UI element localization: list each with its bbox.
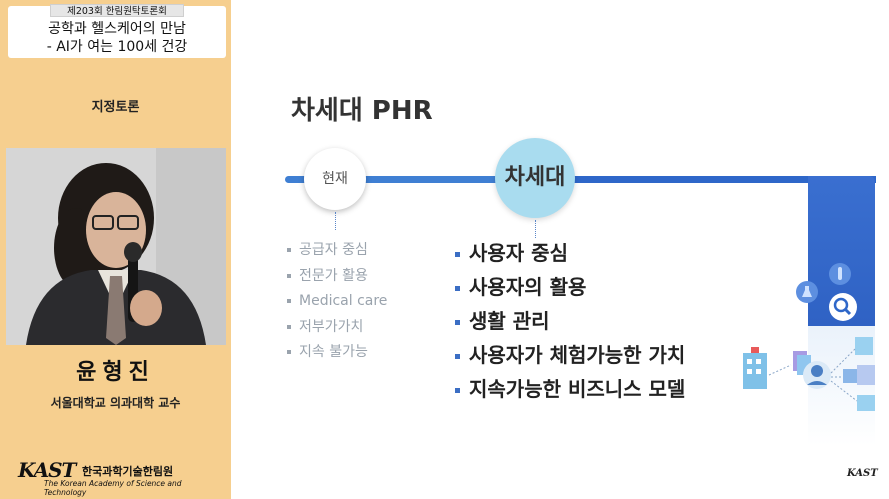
list-item: 전문가 활용 <box>287 266 387 292</box>
bullet-icon <box>455 354 460 359</box>
slide-corner-logo: KAST <box>847 468 878 479</box>
slide-title: 차세대 PHR <box>291 96 433 126</box>
bullet-icon <box>287 248 291 252</box>
connector-next <box>535 220 536 238</box>
section-label: 지정토론 <box>91 100 140 115</box>
timeline-bar-next <box>556 176 876 183</box>
timeline-bar-current <box>285 176 555 183</box>
bullet-icon <box>455 388 460 393</box>
magnifier-icon <box>829 293 857 321</box>
session-number: 제203회 한림원탁토론회 <box>50 4 184 17</box>
bullet-icon <box>287 299 291 303</box>
session-title-line2: - AI가 여는 100세 건강 <box>46 39 188 55</box>
test-tube-icon <box>829 263 851 285</box>
kast-logo: KAST 한국과학기술한림원 The Korean Academy of Sci… <box>18 458 218 497</box>
bullet-icon <box>287 350 291 354</box>
bullet-icon <box>455 252 460 257</box>
list-item: 지속가능한 비즈니스 모델 <box>455 376 685 410</box>
session-title-box: 제203회 한림원탁토론회 공학과 헬스케어의 만남 - AI가 여는 100세… <box>8 4 226 58</box>
list-item: 생활 관리 <box>455 308 685 342</box>
presentation-slide: 차세대 PHR 현재 차세대 공급자 중심 전문가 활용 Medical car… <box>231 0 889 499</box>
list-item: 지속 불가능 <box>287 342 387 368</box>
node-next: 차세대 <box>495 138 575 218</box>
session-title-line1: 공학과 헬스케어의 만남 <box>48 21 186 37</box>
list-item: 사용자 중심 <box>455 240 685 274</box>
bullet-icon <box>455 286 460 291</box>
current-list: 공급자 중심 전문가 활용 Medical care 저부가가치 지속 불가능 <box>287 240 387 368</box>
kast-logo-english: The Korean Academy of Science and Techno… <box>44 479 182 497</box>
list-item: 사용자가 체험가능한 가치 <box>455 342 685 376</box>
kast-logo-korean: 한국과학기술한림원 <box>82 465 174 478</box>
connector-current <box>335 212 336 230</box>
next-list: 사용자 중심 사용자의 활용 생활 관리 사용자가 체험가능한 가치 지속가능한… <box>455 240 685 410</box>
list-item: 공급자 중심 <box>287 240 387 266</box>
flask-icon <box>796 281 818 303</box>
node-current: 현재 <box>304 148 366 210</box>
bullet-icon <box>455 320 460 325</box>
speaker-panel: 제203회 한림원탁토론회 공학과 헬스케어의 만남 - AI가 여는 100세… <box>0 0 231 499</box>
kast-logo-mark: KAST <box>18 458 76 482</box>
bullet-icon <box>287 324 291 329</box>
list-item: 사용자의 활용 <box>455 274 685 308</box>
speaker-name: 윤형진 <box>76 360 155 385</box>
healthcare-ecosystem-illustration <box>743 337 875 411</box>
speaker-affiliation: 서울대학교 의과대학 교수 <box>50 396 181 410</box>
list-item: Medical care <box>287 291 387 317</box>
list-item: 저부가가치 <box>287 317 387 343</box>
bullet-icon <box>287 273 291 278</box>
speaker-photo <box>6 148 226 345</box>
